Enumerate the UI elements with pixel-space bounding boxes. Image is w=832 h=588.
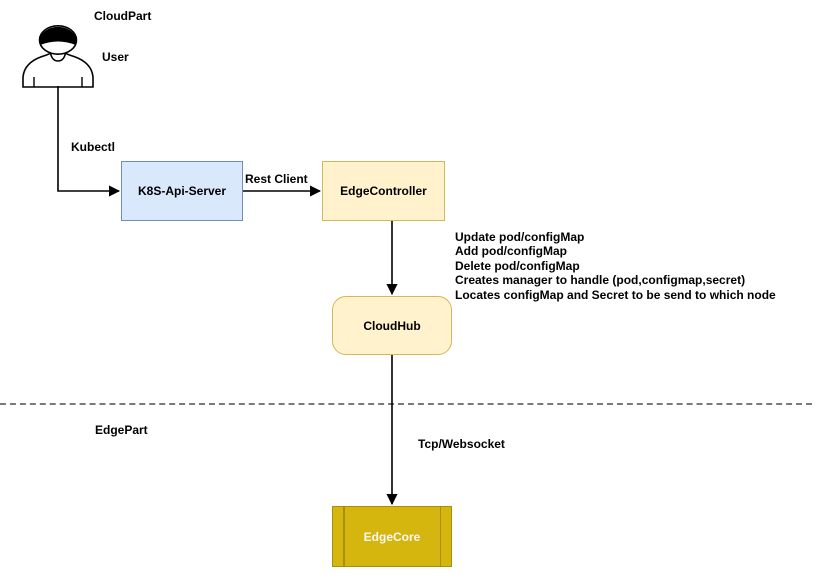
annotation-line: Update pod/configMap [455, 230, 585, 244]
cloudpart-label: CloudPart [94, 9, 152, 23]
edgepart-label: EdgePart [95, 423, 148, 437]
annotation-line: Locates configMap and Secret to be send … [455, 287, 776, 302]
node-cloudhub-label: CloudHub [363, 318, 421, 333]
node-edgecore-label: EdgeCore [363, 529, 421, 544]
edge-label-kubectl: Kubectl [71, 140, 116, 154]
edge-label-rest-client: Rest Client [245, 172, 308, 186]
node-edgecore: EdgeCore [332, 506, 452, 567]
annotation-line: Creates manager to handle (pod,configmap… [455, 273, 746, 288]
cloud-edge-separator [0, 403, 812, 405]
node-edgecontroller-label: EdgeController [340, 184, 427, 198]
node-k8s-api-server-label: K8S-Api-Server [137, 184, 227, 198]
edgecore-left-bar [343, 507, 345, 566]
edge-label-tcp-websocket: Tcp/Websocket [418, 437, 505, 451]
user-label: User [102, 50, 129, 64]
node-cloudhub: CloudHub [332, 296, 452, 355]
edgecore-right-bar [439, 507, 441, 566]
node-edgecontroller: EdgeController [322, 161, 445, 221]
cloudhub-annotations: Update pod/configMap Add pod/configMap D… [455, 230, 776, 302]
user-icon [22, 25, 94, 88]
annotation-line: Add pod/configMap [455, 244, 567, 259]
annotation-line: Delete pod/configMap [455, 258, 580, 273]
node-k8s-api-server: K8S-Api-Server [121, 161, 243, 221]
